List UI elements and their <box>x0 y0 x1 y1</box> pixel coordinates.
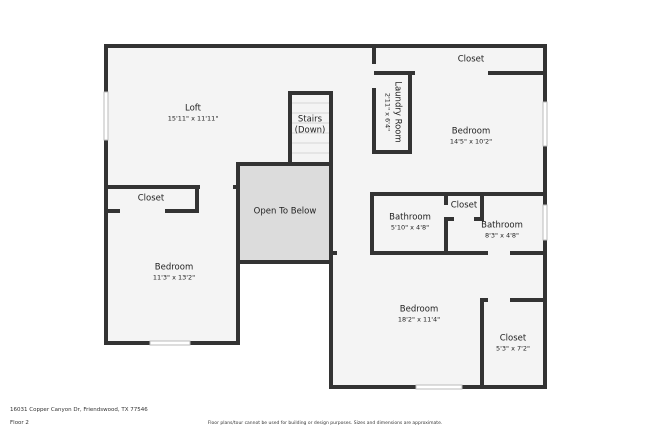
room-laundry: Laundry Room 2'11" x 6'4" <box>384 81 403 143</box>
room-closet-left: Closet <box>138 194 165 205</box>
open-to-below-floor <box>238 164 331 262</box>
stair-treads <box>291 102 330 154</box>
room-dimensions: 11'3" x 13'2" <box>152 273 196 282</box>
room-closet-small: Closet <box>451 201 478 212</box>
bedroom-w-floor <box>106 188 238 343</box>
room-dimensions: 15'11" x 11'11" <box>167 114 219 123</box>
room-dimensions: 5'3" x 7'2" <box>495 344 531 353</box>
room-name: Open To Below <box>253 206 317 217</box>
disclaimer: Floor plans/tour cannot be used for buil… <box>207 421 443 426</box>
room-bedroom-w: Bedroom 11'3" x 13'2" <box>153 263 195 282</box>
room-floors <box>106 46 546 388</box>
bedroom-s-floor <box>331 188 546 388</box>
room-name: Bathroom <box>481 220 523 231</box>
room-closet-se: Closet 5'3" x 7'2" <box>496 334 530 353</box>
floor-label: Floor 2 <box>10 420 29 426</box>
room-loft: Loft 15'11" x 11'11" <box>168 104 219 123</box>
room-name: Stairs (Down) <box>294 114 326 135</box>
room-name: Bedroom <box>451 126 491 137</box>
room-open-to-below: Open To Below <box>254 207 317 218</box>
room-name: Closet <box>137 193 165 204</box>
address: 16031 Copper Canyon Dr, Friendswood, TX … <box>10 407 148 413</box>
room-name: Closet <box>450 200 478 211</box>
windows <box>103 91 548 390</box>
room-closet-top: Closet <box>458 55 485 66</box>
room-bedroom-s: Bedroom 18'2" x 11'4" <box>398 305 440 324</box>
room-name: Laundry Room <box>392 81 403 143</box>
room-dimensions: 8'3" x 4'8" <box>484 231 520 240</box>
room-dimensions: 14'5" x 10'2" <box>449 137 493 146</box>
room-bedroom-ne: Bedroom 14'5" x 10'2" <box>450 127 492 146</box>
room-dimensions: 5'10" x 4'8" <box>390 223 430 232</box>
room-name: Loft <box>185 103 201 114</box>
room-dimensions: 2'11" x 6'4" <box>383 92 392 132</box>
room-bathroom-2: Bathroom 8'3" x 4'8" <box>481 221 523 240</box>
walls <box>104 44 547 389</box>
room-dimensions: 18'2" x 11'4" <box>397 315 441 324</box>
room-bathroom-1: Bathroom 5'10" x 4'8" <box>389 213 431 232</box>
room-name: Bedroom <box>399 304 439 315</box>
room-name: Closet <box>457 54 485 65</box>
room-stairs: Stairs (Down) <box>290 114 330 135</box>
room-name: Closet <box>499 333 527 344</box>
room-name: Bedroom <box>154 262 194 273</box>
room-name: Bathroom <box>389 212 431 223</box>
